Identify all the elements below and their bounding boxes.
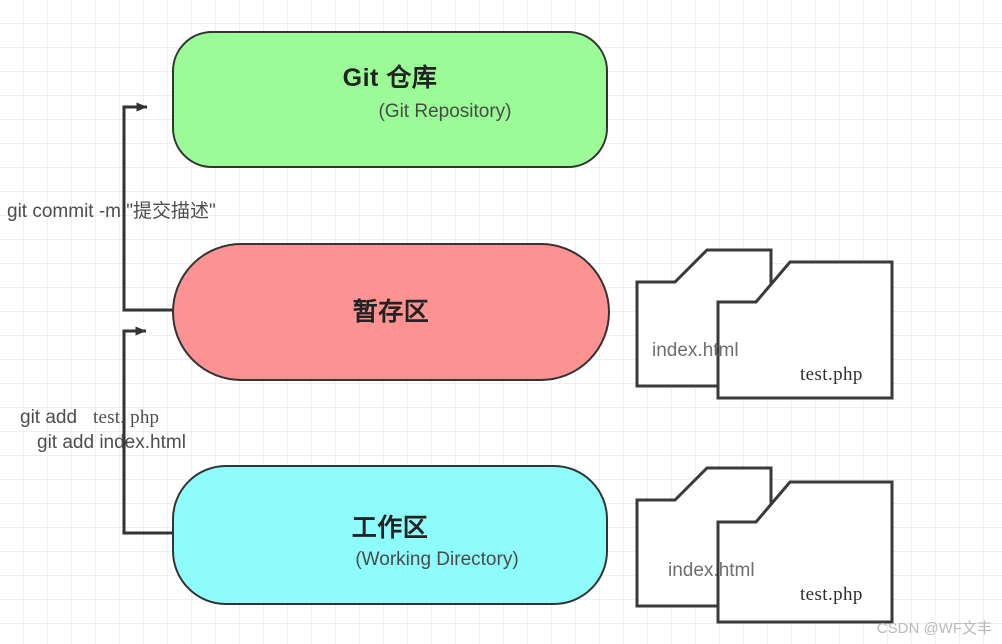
add-edge-label-line2: git add index.html bbox=[37, 432, 186, 453]
file-label-index-html: index.html bbox=[652, 340, 739, 361]
add-edge-label-line1: git add test. php bbox=[20, 405, 186, 430]
zone-staging-area[interactable]: 暂存区 bbox=[172, 243, 610, 381]
commit-edge-label: git commit -m "提交描述" bbox=[7, 201, 216, 222]
file-shape-test-php[interactable] bbox=[716, 480, 894, 624]
watermark-text: CSDN @WF文丰 bbox=[876, 620, 992, 637]
file-label-test-php: test.php bbox=[800, 584, 863, 605]
add-edge-label: git add test. php git add index.html bbox=[20, 405, 186, 455]
zone-working-subtitle: (Working Directory) bbox=[355, 548, 519, 570]
zone-repository-subtitle: (Git Repository) bbox=[378, 100, 512, 122]
add-connector bbox=[122, 326, 184, 535]
file-group-working: index.html test.php bbox=[634, 464, 954, 629]
zone-staging-labels: 暂存区 bbox=[174, 298, 608, 327]
zone-working-labels: 工作区 (Working Directory) bbox=[174, 514, 606, 571]
zone-working-title: 工作区 bbox=[351, 514, 429, 542]
zone-working-directory[interactable]: 工作区 (Working Directory) bbox=[172, 465, 608, 605]
zone-git-repository[interactable]: Git 仓库 (Git Repository) bbox=[172, 31, 608, 168]
commit-connector bbox=[122, 102, 176, 312]
add-edge-command: git add bbox=[20, 407, 78, 428]
zone-repository-title: Git 仓库 bbox=[342, 64, 438, 92]
file-shape-test-php[interactable] bbox=[716, 260, 894, 400]
add-edge-file: test. php bbox=[93, 407, 160, 428]
zone-repository-labels: Git 仓库 (Git Repository) bbox=[174, 64, 606, 123]
file-group-working-shapes bbox=[635, 466, 894, 624]
file-label-index-html: index.html bbox=[668, 560, 755, 581]
file-group-staging: index.html test.php bbox=[634, 246, 954, 401]
file-label-test-php: test.php bbox=[800, 364, 863, 385]
zone-staging-title: 暂存区 bbox=[352, 298, 430, 326]
file-group-staging-shapes bbox=[635, 248, 894, 400]
